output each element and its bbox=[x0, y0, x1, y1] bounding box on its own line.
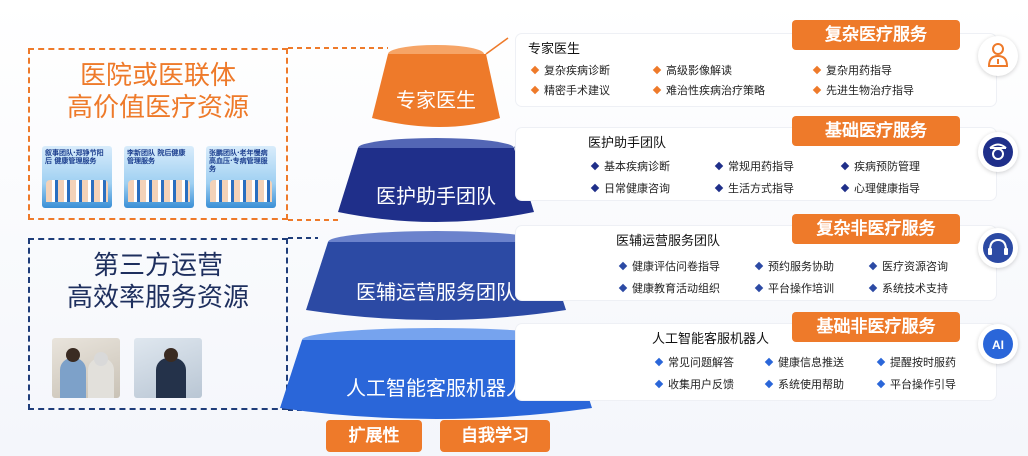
list-item: 精密手术建议 bbox=[530, 82, 610, 98]
panel-operations-title: 医辅运营服务团队 bbox=[616, 234, 721, 249]
scalability-button: 扩展性 bbox=[326, 420, 422, 452]
tier1-body bbox=[372, 54, 500, 127]
list-item: 复杂用药指导 bbox=[812, 62, 892, 78]
svg-text:AI: AI bbox=[992, 338, 1004, 352]
hospital-title-line2: 高价值医疗资源 bbox=[66, 93, 249, 123]
list-item: 常见问题解答 bbox=[654, 354, 734, 370]
list-item: 健康评估问卷指导 bbox=[618, 258, 720, 274]
tier-label-ai-bot: 人工智能客服机器人 bbox=[346, 376, 526, 400]
staff-photo-2 bbox=[134, 338, 202, 398]
list-item: 平台操作培训 bbox=[754, 280, 834, 296]
list-item: 预约服务协助 bbox=[754, 258, 834, 274]
list-item: 基本疾病诊断 bbox=[590, 158, 670, 174]
list-item: 复杂疾病诊断 bbox=[530, 62, 610, 78]
list-item: 难治性疾病治疗策略 bbox=[652, 82, 765, 98]
hospital-title-line1: 医院或医联体 bbox=[79, 61, 236, 91]
tier3-body bbox=[306, 242, 566, 320]
list-item: 生活方式指导 bbox=[714, 180, 794, 196]
panel-assistant-title: 医护助手团队 bbox=[588, 136, 667, 151]
tier2-body bbox=[338, 148, 534, 222]
list-item: 平台操作引导 bbox=[876, 376, 956, 392]
list-item: 疾病预防管理 bbox=[840, 158, 920, 174]
list-item: 先进生物治疗指导 bbox=[812, 82, 914, 98]
team-poster-3: 张鹏团队·老年慢病 高血压·专病管理服务 bbox=[206, 146, 276, 208]
third-party-title-line2: 高效率服务资源 bbox=[66, 283, 249, 313]
list-item: 日常健康咨询 bbox=[590, 180, 670, 196]
tier-label-expert: 专家医生 bbox=[396, 88, 476, 112]
tier-label-assistant: 医护助手团队 bbox=[376, 184, 496, 208]
list-item: 收集用户反馈 bbox=[654, 376, 734, 392]
third-party-resources-box: 第三方运营 高效率服务资源 bbox=[28, 238, 288, 410]
list-item: 系统技术支持 bbox=[868, 280, 948, 296]
team-poster-1: 叙事团队·郑铮节阳后 健康管理服务 bbox=[42, 146, 112, 208]
headset-icon bbox=[978, 228, 1018, 268]
badge-complex-medical: 复杂医疗服务 bbox=[792, 20, 960, 50]
panel-ai-bot-title: 人工智能客服机器人 bbox=[652, 332, 770, 347]
badge-basic-nonmedical: 基础非医疗服务 bbox=[792, 312, 960, 342]
list-item: 心理健康指导 bbox=[840, 180, 920, 196]
tier4-body bbox=[280, 340, 592, 419]
list-item: 健康信息推送 bbox=[764, 354, 844, 370]
staff-photo-1 bbox=[52, 338, 120, 398]
list-item: 医疗资源咨询 bbox=[868, 258, 948, 274]
badge-basic-medical: 基础医疗服务 bbox=[792, 116, 960, 146]
self-learning-button: 自我学习 bbox=[440, 420, 550, 452]
tier-label-operations: 医辅运营服务团队 bbox=[356, 280, 516, 304]
list-item: 高级影像解读 bbox=[652, 62, 732, 78]
list-item: 提醒按时服药 bbox=[876, 354, 956, 370]
list-item: 常规用药指导 bbox=[714, 158, 794, 174]
list-item: 系统使用帮助 bbox=[764, 376, 844, 392]
team-poster-2: 李新团队 院后健康管理服务 bbox=[124, 146, 194, 208]
list-item: 健康教育活动组织 bbox=[618, 280, 720, 296]
panel-expert-title: 专家医生 bbox=[528, 42, 581, 57]
doctor-icon bbox=[978, 36, 1018, 76]
ai-icon: AI bbox=[978, 324, 1018, 364]
hospital-resources-box: 医院或医联体 高价值医疗资源 叙事团队·郑铮节阳后 健康管理服务 李新团队 院后… bbox=[28, 48, 288, 220]
nurse-icon bbox=[978, 132, 1018, 172]
third-party-title-line1: 第三方运营 bbox=[92, 251, 223, 281]
badge-complex-nonmedical: 复杂非医疗服务 bbox=[792, 214, 960, 244]
